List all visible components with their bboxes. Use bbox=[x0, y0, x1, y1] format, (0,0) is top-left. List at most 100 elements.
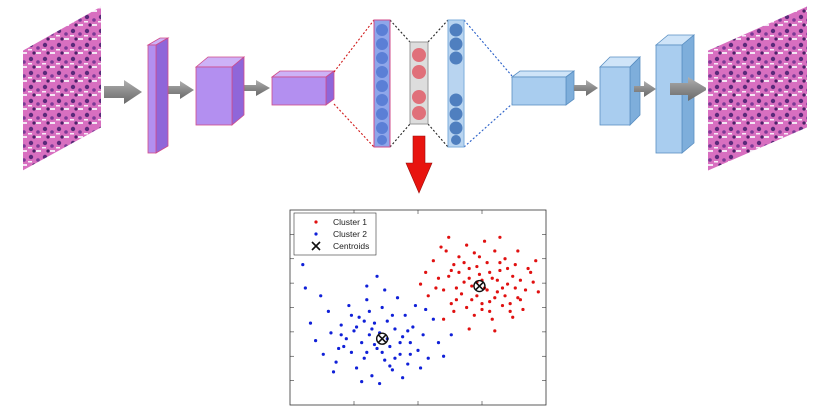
cluster-2-point bbox=[395, 296, 400, 300]
cluster-2-point bbox=[339, 333, 343, 337]
cluster-2-point bbox=[301, 263, 305, 267]
legend-marker-cluster-1 bbox=[314, 220, 318, 224]
cluster-1-point bbox=[488, 300, 492, 304]
cluster-1-point bbox=[511, 274, 515, 278]
right-arrow-icon bbox=[242, 80, 270, 96]
cluster-1-point bbox=[498, 268, 502, 273]
cluster-1-point bbox=[508, 309, 512, 313]
cluster-1-point bbox=[490, 317, 494, 321]
cluster-2-point bbox=[398, 341, 402, 345]
cluster-2-point bbox=[329, 331, 333, 335]
cluster-1-point bbox=[454, 286, 458, 290]
cluster-2-point bbox=[367, 333, 371, 337]
cluster-2-point bbox=[354, 325, 359, 329]
cluster-1-point bbox=[511, 315, 515, 319]
cluster-1-point bbox=[462, 280, 466, 284]
cluster-2-point bbox=[370, 327, 374, 331]
cluster-2-point bbox=[375, 346, 379, 351]
cluster-2-point bbox=[411, 325, 415, 329]
cluster-1-point bbox=[529, 270, 533, 274]
cluster-2-point bbox=[372, 342, 377, 347]
cluster-1-point bbox=[536, 290, 540, 294]
cluster-1-point bbox=[477, 272, 482, 276]
right-arrow-icon bbox=[634, 81, 656, 97]
cluster-1-point bbox=[498, 235, 502, 239]
legend-marker-cluster-2 bbox=[314, 232, 318, 236]
cluster-1-point bbox=[480, 307, 484, 312]
cluster-2-point bbox=[331, 370, 336, 374]
cluster-2-point bbox=[370, 374, 374, 378]
cluster-1-point bbox=[447, 274, 451, 278]
cluster-1-point bbox=[470, 298, 474, 302]
cluster-1-point bbox=[513, 286, 517, 290]
cluster-2-point bbox=[388, 364, 392, 368]
cluster-1-point bbox=[442, 288, 446, 292]
cluster-2-point bbox=[352, 329, 356, 333]
cluster-2-point bbox=[406, 329, 410, 333]
cluster-1-point bbox=[439, 245, 443, 249]
encoder-layer-2 bbox=[194, 56, 246, 126]
cluster-1-point bbox=[472, 251, 476, 255]
cluster-1-point bbox=[462, 261, 466, 265]
cluster-1-point bbox=[459, 292, 464, 296]
centroid-marker bbox=[375, 332, 389, 345]
cluster-1-point bbox=[493, 296, 497, 300]
cluster-1-point bbox=[500, 303, 505, 308]
cluster-2-point bbox=[360, 341, 364, 345]
cluster-2-point bbox=[375, 274, 379, 278]
cluster-1-point bbox=[518, 298, 523, 302]
cluster-2-point bbox=[354, 366, 359, 370]
cluster-2-point bbox=[303, 286, 307, 290]
legend-label-cluster-2: Cluster 2 bbox=[333, 229, 367, 239]
cluster-1-point bbox=[442, 317, 446, 321]
cluster-2-point bbox=[372, 321, 377, 325]
encoder-layer-3 bbox=[270, 70, 336, 106]
cluster-2-point bbox=[383, 358, 387, 362]
cluster-2-point bbox=[388, 344, 392, 349]
cluster-2-point bbox=[393, 327, 397, 331]
cluster-2-point bbox=[360, 380, 364, 384]
cluster-2-point bbox=[393, 356, 397, 360]
cluster-1-point bbox=[523, 288, 528, 292]
legend: Cluster 1 Cluster 2 Centroids bbox=[293, 212, 377, 256]
centroid-marker bbox=[473, 279, 486, 293]
cluster-1-point bbox=[477, 255, 482, 259]
cluster-2-point bbox=[362, 356, 366, 360]
cluster-2-point bbox=[314, 339, 318, 343]
cluster-2-point bbox=[383, 288, 387, 292]
decoder-layer-3 bbox=[654, 34, 696, 154]
cluster-1-point bbox=[516, 249, 520, 253]
cluster-2-point bbox=[365, 284, 369, 288]
cluster-2-point bbox=[406, 362, 410, 366]
legend-box bbox=[293, 212, 377, 256]
encoder-layer-1 bbox=[146, 37, 170, 154]
reconstructed-tissue-image bbox=[706, 3, 809, 174]
cluster-2-point bbox=[347, 303, 351, 308]
right-arrow-icon bbox=[166, 81, 194, 99]
cluster-2-point bbox=[413, 303, 418, 308]
cluster-1-point bbox=[449, 302, 453, 306]
decoder-dense-layer bbox=[447, 19, 465, 148]
cluster-1-point bbox=[431, 259, 435, 263]
cluster-1-point bbox=[498, 261, 502, 265]
cluster-1-point bbox=[449, 268, 453, 273]
cluster-2-point bbox=[401, 376, 405, 380]
cluster-1-point bbox=[534, 259, 538, 263]
cluster-1-point bbox=[467, 266, 471, 271]
cluster-1-point bbox=[516, 296, 520, 300]
right-arrow-icon bbox=[104, 80, 142, 104]
decoder-layer-1 bbox=[510, 70, 576, 106]
cluster-2-point bbox=[385, 319, 389, 323]
cluster-1-point bbox=[426, 294, 430, 298]
cluster-2-point bbox=[380, 350, 384, 354]
cluster-1-point bbox=[521, 307, 525, 312]
down-arrow-icon bbox=[405, 135, 433, 194]
cluster-1-point bbox=[436, 276, 441, 280]
cluster-1-point bbox=[508, 302, 512, 306]
legend-label-centroids: Centroids bbox=[333, 241, 369, 251]
cluster-2-point bbox=[436, 341, 441, 345]
cluster-1-point bbox=[493, 329, 497, 333]
cluster-2-point bbox=[362, 319, 366, 323]
cluster-2-point bbox=[308, 321, 313, 325]
